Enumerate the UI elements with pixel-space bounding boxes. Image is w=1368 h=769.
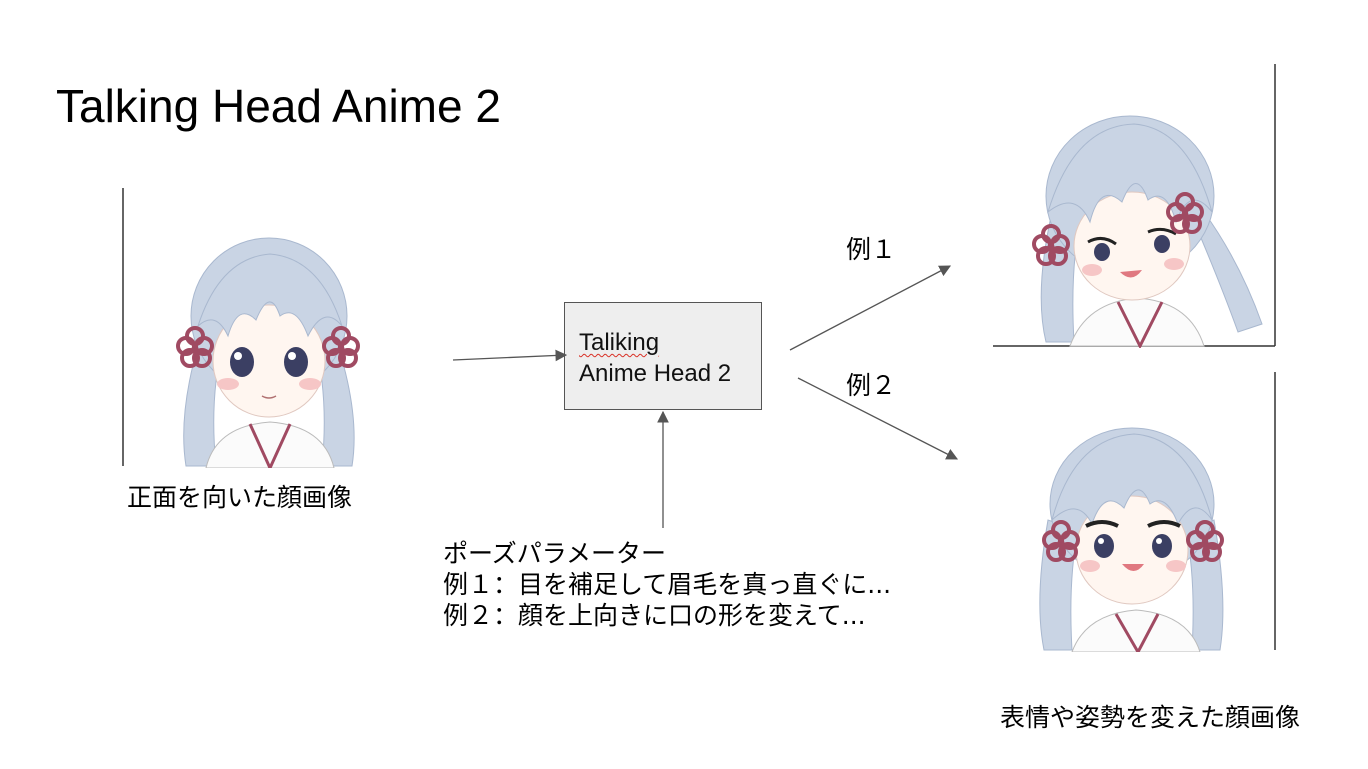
input-face-image (122, 188, 360, 468)
output-face-image-2 (1039, 372, 1276, 652)
arrow-model-to-example1 (789, 265, 952, 351)
output-caption: 表情や姿勢を変えた顔画像 (1000, 703, 1301, 732)
input-caption: 正面を向いた顔画像 (127, 483, 353, 512)
slide-title: Talking Head Anime 2 (56, 80, 501, 132)
output-face-image-1 (993, 64, 1276, 348)
pose-parameters-example1: 例１：目を補足して眉毛を真っ直ぐに... (443, 570, 892, 599)
example2-label: 例２ (846, 371, 897, 400)
model-box-line1: Taliking (579, 329, 660, 356)
example1-label: 例１ (846, 235, 897, 264)
pose-parameters-heading: ポーズパラメーター (443, 539, 667, 568)
pose-parameters: ポーズパラメーター 例１：目を補足して眉毛を真っ直ぐに... 例２：顔を上向きに… (443, 538, 891, 631)
arrow-model-to-example2 (797, 377, 959, 460)
pose-parameters-example2: 例２：顔を上向きに口の形を変えて... (443, 601, 866, 630)
arrow-input-to-model (452, 349, 568, 362)
model-box-line2: Anime Head 2 (579, 360, 732, 387)
model-box-label: Taliking Anime Head 2 (579, 327, 731, 389)
model-box: Taliking Anime Head 2 (564, 302, 762, 410)
